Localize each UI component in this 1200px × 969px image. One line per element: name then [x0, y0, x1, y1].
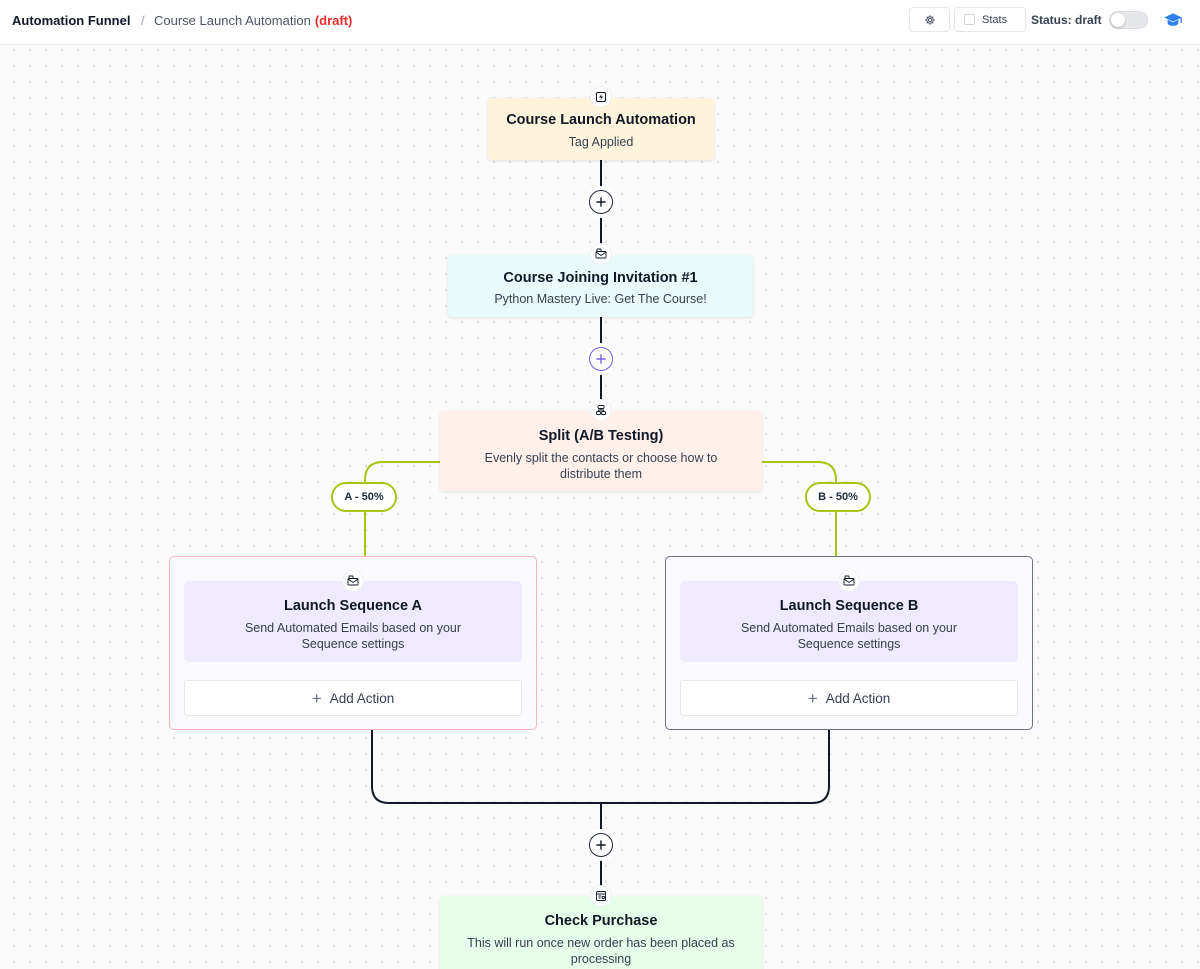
trigger-node[interactable]: Course Launch Automation Tag Applied	[488, 98, 714, 160]
top-bar: Automation Funnel / Course Launch Automa…	[0, 0, 1200, 45]
envelope-icon	[347, 575, 359, 586]
add-step-button-3[interactable]	[589, 833, 613, 857]
connector-split-branch-b	[762, 461, 837, 556]
email-node[interactable]: Course Joining Invitation #1 Python Mast…	[448, 255, 753, 317]
plus-icon	[596, 197, 606, 207]
graduation-cap-icon[interactable]	[1163, 10, 1183, 30]
add-step-button-2[interactable]	[589, 347, 613, 371]
split-title: Split (A/B Testing)	[538, 428, 664, 444]
stats-checkbox[interactable]	[964, 14, 975, 25]
envelope-icon	[595, 248, 607, 259]
sequence-b-subtitle: Send Automated Emails based on your Sequ…	[740, 621, 958, 651]
branch-a-container: Launch Sequence A Send Automated Emails …	[169, 556, 537, 730]
connector-branches-merge	[371, 730, 830, 804]
split-icon	[596, 405, 606, 415]
add-action-button-a[interactable]: + Add Action	[184, 680, 522, 716]
check-purchase-title: Check Purchase	[544, 913, 658, 929]
branch-b-container: Launch Sequence B Send Automated Emails …	[665, 556, 1033, 730]
status-label: Status: draft	[1031, 13, 1102, 27]
breadcrumb-current-page: Course Launch Automation(draft)	[154, 13, 352, 28]
split-node[interactable]: Split (A/B Testing) Evenly split the con…	[440, 411, 762, 491]
stats-toggle-button[interactable]: Stats	[954, 7, 1026, 32]
sequence-b-badge	[839, 571, 859, 591]
email-badge	[591, 244, 611, 264]
status-toggle[interactable]	[1109, 11, 1148, 29]
breadcrumb-root[interactable]: Automation Funnel	[12, 13, 131, 28]
plus-icon	[596, 354, 606, 364]
breadcrumb-separator: /	[141, 13, 145, 28]
split-subtitle: Evenly split the contacts or choose how …	[484, 451, 718, 481]
trigger-badge	[591, 87, 611, 107]
sequence-a-title: Launch Sequence A	[283, 598, 423, 614]
toggle-knob	[1111, 13, 1125, 27]
settings-button[interactable]	[909, 7, 950, 32]
trigger-subtitle: Tag Applied	[568, 135, 634, 149]
page-title: Course Launch Automation	[154, 13, 311, 28]
sequence-b-node[interactable]: Launch Sequence B Send Automated Emails …	[680, 581, 1018, 662]
trigger-title: Course Launch Automation	[506, 112, 696, 128]
plus-icon: +	[311, 688, 322, 708]
check-purchase-subtitle: This will run once new order has been pl…	[467, 936, 735, 966]
email-subtitle: Python Mastery Live: Get The Course!	[494, 292, 707, 306]
branch-a-label[interactable]: A - 50%	[331, 482, 397, 512]
lightning-icon	[596, 92, 606, 102]
email-title: Course Joining Invitation #1	[503, 270, 698, 286]
plus-icon	[596, 840, 606, 850]
purchase-badge	[591, 886, 611, 906]
sequence-b-title: Launch Sequence B	[779, 598, 919, 614]
draft-status-text: (draft)	[314, 13, 353, 28]
stats-label: Stats	[982, 13, 1008, 26]
sequence-a-badge	[343, 571, 363, 591]
envelope-icon	[843, 575, 855, 586]
gear-icon	[924, 14, 935, 25]
add-action-label: Add Action	[825, 690, 891, 706]
receipt-icon	[596, 891, 606, 901]
plus-icon: +	[807, 688, 818, 708]
branch-b-label[interactable]: B - 50%	[805, 482, 871, 512]
add-action-button-b[interactable]: + Add Action	[680, 680, 1018, 716]
sequence-a-node[interactable]: Launch Sequence A Send Automated Emails …	[184, 581, 522, 662]
sequence-a-subtitle: Send Automated Emails based on your Sequ…	[244, 621, 462, 651]
connector-split-branch-a	[364, 461, 440, 556]
check-purchase-node[interactable]: Check Purchase This will run once new or…	[440, 896, 762, 969]
add-step-button-1[interactable]	[589, 190, 613, 214]
split-badge	[591, 400, 611, 420]
add-action-label: Add Action	[329, 690, 395, 706]
